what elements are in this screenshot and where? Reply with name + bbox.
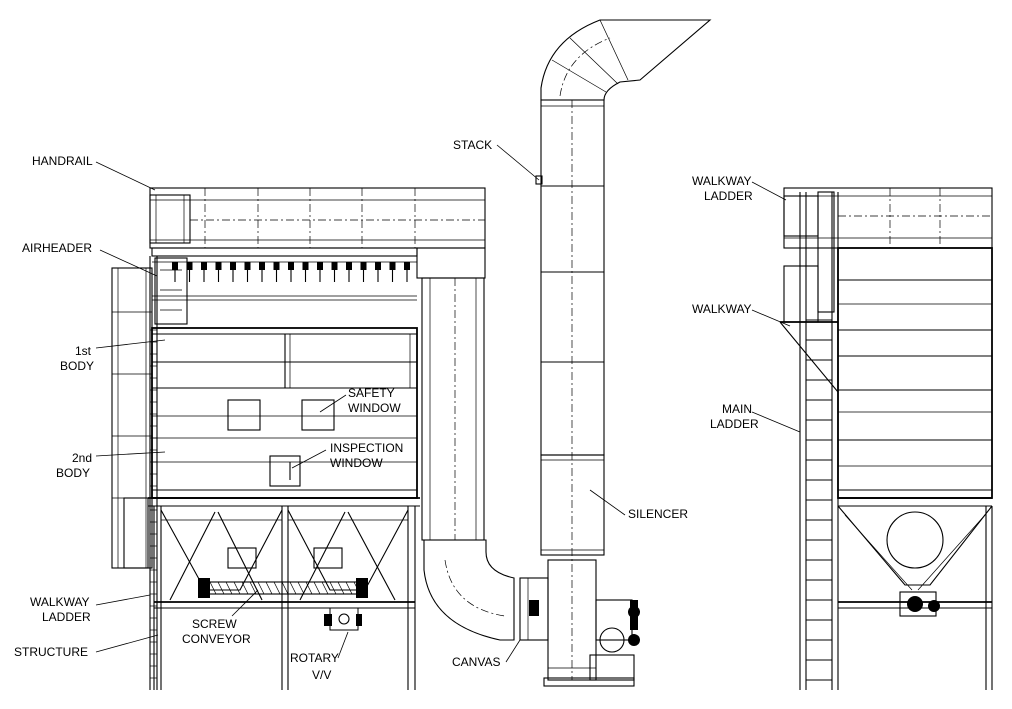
- safety-window-1: [227, 399, 261, 431]
- valve-head: [172, 262, 178, 270]
- inspection-window: [269, 455, 301, 487]
- valve-head: [404, 262, 410, 270]
- valve-head: [244, 262, 251, 270]
- screw-flight: [305, 581, 313, 595]
- stack-view: [423, 19, 712, 687]
- safety-window-2: [301, 399, 335, 431]
- valve-head: [331, 262, 338, 270]
- leader-lines: [95, 144, 801, 663]
- screw-flight: [297, 581, 305, 595]
- collector-front-view: [111, 187, 486, 690]
- screw-flight: [265, 581, 273, 595]
- screw-flight: [313, 581, 321, 595]
- label-2nd-body-line1: 2nd: [72, 451, 92, 465]
- hopper-structure: [148, 497, 420, 690]
- screw-flight: [233, 581, 241, 595]
- screw-flight: [273, 581, 281, 595]
- valve-head: [201, 262, 207, 270]
- handrail-frame: [149, 187, 486, 249]
- walkway-ladder-left: [149, 256, 188, 690]
- outlet-duct: [421, 277, 485, 541]
- screw-flight: [249, 581, 257, 595]
- airheader-valves: [151, 247, 418, 301]
- valve-head: [230, 262, 236, 270]
- screw-flight: [289, 581, 297, 595]
- screw-flight: [321, 581, 329, 595]
- valve-head: [317, 262, 323, 270]
- label-inspection-window-line2: WINDOW: [330, 456, 383, 470]
- label-rotary-valve-line1: ROTARY: [290, 651, 339, 665]
- label-main-ladder-line2: LADDER: [710, 417, 759, 431]
- valve-head: [302, 262, 309, 270]
- valve-head: [346, 262, 352, 270]
- valve-head: [375, 262, 381, 270]
- label-stack: STACK: [453, 138, 492, 152]
- rotary-valve: [324, 607, 362, 631]
- screw-flight: [225, 581, 233, 595]
- screw-flight: [257, 581, 265, 595]
- screw-flight: [209, 581, 217, 595]
- label-structure: STRUCTURE: [14, 645, 88, 659]
- valve-head: [389, 262, 396, 270]
- label-rotary-valve-line2: V/V: [312, 668, 331, 682]
- screw-flight: [281, 581, 289, 595]
- label-inspection-window-line1: INSPECTION: [330, 441, 403, 455]
- valve-head: [273, 262, 280, 270]
- label-safety-window-line1: SAFETY: [348, 386, 395, 400]
- valve-head: [288, 262, 294, 270]
- label-1st-body-line1: 1st: [75, 344, 92, 358]
- label-walkway-ladder-left-line1: WALKWAY: [30, 595, 90, 609]
- valve-head: [215, 262, 222, 270]
- label-handrail: HANDRAIL: [32, 154, 93, 168]
- screw-flight: [345, 581, 353, 595]
- labels: HANDRAIL AIRHEADER 1st BODY 2nd BODY SAF…: [14, 138, 759, 682]
- label-airheader: AIRHEADER: [22, 241, 92, 255]
- label-walkway-ladder-left-line2: LADDER: [42, 610, 91, 624]
- valve-head: [360, 262, 367, 270]
- label-walkway-ladder-right-line2: LADDER: [704, 189, 753, 203]
- label-walkway: WALKWAY: [692, 302, 752, 316]
- valve-head: [186, 262, 193, 270]
- label-safety-window-line2: WINDOW: [348, 401, 401, 415]
- screw-flight: [337, 581, 345, 595]
- label-main-ladder-line1: MAIN: [722, 402, 752, 416]
- screw-flight: [241, 581, 249, 595]
- label-1st-body-line2: BODY: [60, 359, 94, 373]
- label-screw-conveyor-line2: CONVEYOR: [182, 632, 251, 646]
- label-2nd-body-line2: BODY: [56, 466, 90, 480]
- screw-conveyor: [198, 578, 368, 598]
- label-walkway-ladder-right-line1: WALKWAY: [692, 174, 752, 188]
- label-canvas: CANVAS: [452, 655, 500, 669]
- valve-head: [259, 262, 265, 270]
- label-screw-conveyor-line1: SCREW: [192, 617, 237, 631]
- screw-flight: [217, 581, 225, 595]
- collector-side-view: [779, 187, 993, 690]
- label-silencer: SILENCER: [628, 507, 688, 521]
- outlet-plenum: [416, 247, 486, 279]
- side-walkway-panel: [111, 267, 153, 569]
- screw-flight: [329, 581, 337, 595]
